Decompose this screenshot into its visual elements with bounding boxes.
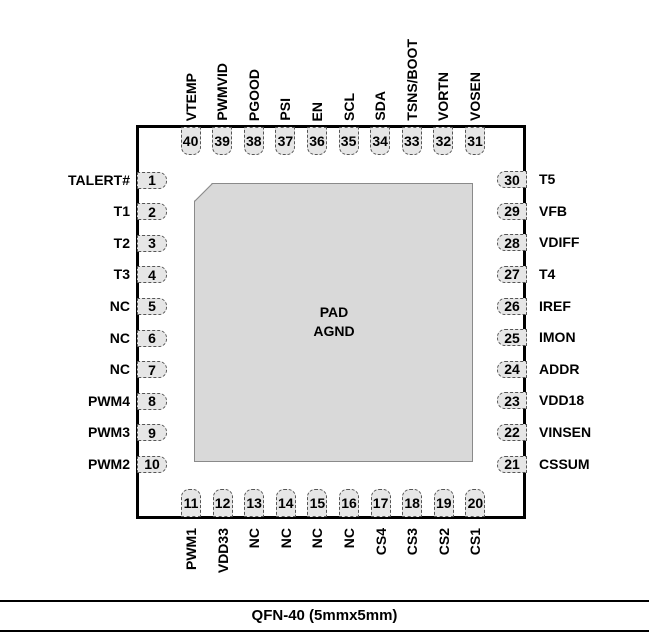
pin-label-34: SDA: [372, 91, 389, 121]
pin-label-35: SCL: [340, 93, 357, 121]
pin-32: 32: [433, 127, 454, 155]
pin-7: 7: [137, 361, 167, 379]
pin-26: 26: [497, 297, 527, 315]
pin-28: 28: [497, 234, 527, 252]
pin-4: 4: [137, 266, 167, 284]
pin-label-31: VOSEN: [467, 71, 483, 121]
pad-label-line2: AGND: [313, 323, 355, 339]
pin-35: 35: [338, 127, 359, 155]
pin-30: 30: [497, 171, 527, 189]
pin-label-17: CS4: [372, 528, 389, 556]
pin-37: 37: [275, 127, 296, 155]
pin-33: 33: [401, 127, 422, 155]
pin-31: 31: [465, 127, 485, 155]
pin-label-22: VINSEN: [539, 423, 592, 440]
pin-16: 16: [339, 489, 359, 517]
pin-label-11: PWM1: [183, 528, 199, 570]
pin-5: 5: [137, 297, 167, 315]
pin-17: 17: [370, 489, 391, 517]
pin-11: 11: [181, 489, 201, 517]
pin-2: 2: [137, 203, 167, 221]
pin-14: 14: [275, 489, 296, 517]
pin-label-12: VDD33: [214, 528, 231, 574]
pin-34: 34: [370, 127, 391, 155]
pin-40: 40: [180, 127, 201, 155]
pin-label-21: CSSUM: [539, 455, 590, 472]
pin-label-10: PWM2: [88, 455, 130, 472]
pin-12: 12: [212, 489, 233, 517]
pin-39: 39: [212, 127, 233, 155]
pin-label-36: EN: [309, 101, 325, 121]
pin-label-20: CS1: [467, 528, 484, 556]
pin-label-23: VDD18: [539, 392, 585, 409]
pin-label-6: NC: [109, 329, 130, 346]
pin-13: 13: [244, 489, 265, 517]
pin-21: 21: [497, 455, 527, 473]
pin-24: 24: [497, 360, 527, 378]
pin-19: 19: [433, 489, 454, 517]
pin-8: 8: [137, 392, 167, 410]
pin-label-26: IREF: [539, 297, 571, 314]
pin-label-40: VTEMP: [182, 72, 199, 121]
pin-15: 15: [307, 489, 328, 517]
pin-label-33: TSNS/BOOT: [403, 39, 420, 121]
pin-label-3: T2: [113, 234, 130, 251]
caption-rule-bottom: [0, 630, 649, 632]
pin-label-28: VDIFF: [539, 234, 580, 251]
pin-22: 22: [497, 423, 527, 441]
pin-label-13: NC: [246, 528, 263, 549]
pin-23: 23: [497, 392, 527, 410]
pin-10: 10: [137, 455, 167, 473]
pin-label-29: VFB: [539, 202, 567, 219]
pin-label-32: VORTN: [435, 72, 452, 121]
pin-25: 25: [497, 329, 527, 347]
pin-9: 9: [137, 424, 167, 442]
pin-27: 27: [497, 265, 527, 283]
pin-label-16: NC: [341, 528, 357, 549]
pin-label-8: PWM4: [88, 392, 130, 409]
pin-38: 38: [243, 127, 264, 155]
caption-rule-top: [0, 600, 649, 602]
pin-label-18: CS3: [404, 528, 421, 556]
pin-label-25: IMON: [539, 329, 576, 346]
pad-label-line1: PAD: [319, 304, 349, 320]
pad-label: PAD AGND: [284, 303, 384, 341]
package-caption: QFN-40 (5mmx5mm): [251, 607, 398, 624]
pin-label-1: TALERT#: [68, 171, 130, 188]
pin-label-38: PGOOD: [245, 68, 262, 121]
pin-label-9: PWM3: [88, 424, 130, 441]
pin-label-15: NC: [309, 528, 326, 549]
pin-label-39: PWMVID: [214, 63, 231, 121]
pin-label-24: ADDR: [539, 360, 580, 377]
pin-label-37: PSI: [277, 98, 294, 121]
pin-29: 29: [497, 202, 527, 220]
pin-label-27: T4: [539, 265, 556, 282]
pin-18: 18: [402, 489, 423, 517]
pin-36: 36: [307, 127, 327, 155]
pin-6: 6: [137, 329, 167, 347]
pin-label-2: T1: [113, 203, 130, 220]
pin-3: 3: [137, 234, 167, 252]
pin-label-5: NC: [109, 297, 130, 314]
pin-20: 20: [465, 489, 486, 517]
pin-label-19: CS2: [435, 528, 452, 556]
pin-label-30: T5: [539, 171, 556, 188]
pin-label-14: NC: [277, 528, 294, 549]
pin-label-7: NC: [109, 361, 130, 378]
pin-1: 1: [137, 171, 167, 189]
pin-label-4: T3: [113, 266, 130, 283]
